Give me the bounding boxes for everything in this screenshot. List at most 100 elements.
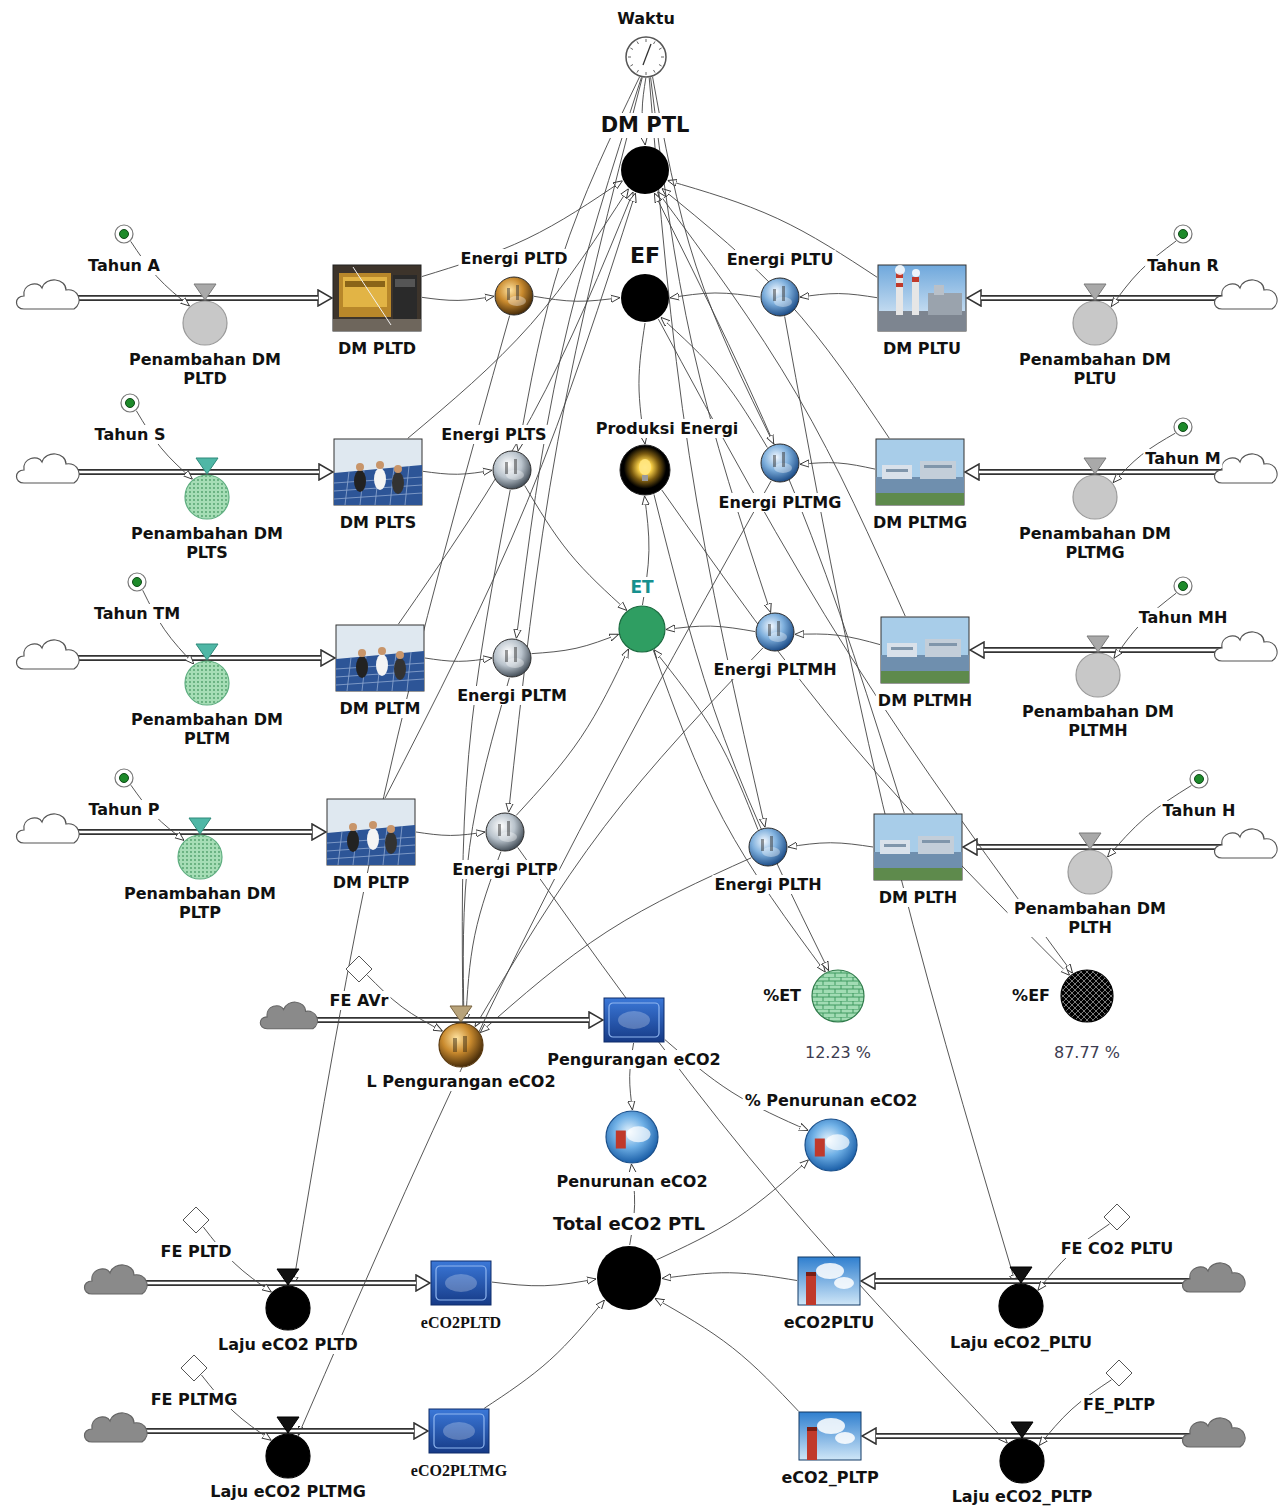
- flow-valve: Penambahan DM PLTU: [1072, 284, 1118, 346]
- picture-part: [505, 650, 508, 662]
- picture-part: [835, 1432, 855, 1444]
- info-link-line: [385, 193, 635, 798]
- node-label: FE_PLTP: [1081, 1395, 1157, 1414]
- pipe: [1095, 297, 1222, 299]
- auxiliary-disc: [749, 828, 787, 866]
- label-holder: Tahun TM: [92, 604, 182, 623]
- pipe-core: [207, 657, 321, 659]
- pipe-outline: [207, 469, 319, 475]
- constant-dot-shape: [1189, 769, 1209, 789]
- info-link-line: [408, 189, 629, 439]
- node-label: %ET: [761, 986, 803, 1005]
- label-holder: Penambahan DM PLTH: [1008, 899, 1173, 937]
- auxiliary-circle-shape: [605, 1110, 659, 1164]
- label-holder: Tahun S: [93, 425, 168, 444]
- label-holder: DM PLTH: [877, 888, 959, 907]
- info-link: [462, 490, 510, 1022]
- flow-valve-shape: [1067, 833, 1113, 895]
- node-label: DM PLTU: [881, 339, 963, 358]
- label-holder: EF: [628, 243, 662, 269]
- pipe: [1021, 1280, 1195, 1282]
- constant-centre: [126, 399, 135, 408]
- info-link-line: [423, 470, 492, 474]
- pipe-core: [875, 1280, 1021, 1282]
- flow-pipe: [981, 298, 1095, 299]
- auxiliary-circle: Energi PLTH: [748, 827, 788, 867]
- label-holder: Waktu: [615, 9, 677, 28]
- auxiliary-circle-shape: [492, 450, 532, 490]
- picture-part: [920, 461, 956, 479]
- info-link: [425, 658, 492, 661]
- flow-valve: Penambahan DM PLTD: [182, 284, 228, 346]
- picture-part: [928, 293, 962, 315]
- constant-dot: Tahun H: [1189, 769, 1209, 789]
- label-holder: Tahun H: [1161, 801, 1238, 820]
- picture-part: [876, 493, 964, 505]
- info-link-line: [532, 634, 619, 653]
- auxiliary-circle: Energi PLTMG: [760, 443, 800, 483]
- stock-frame: [799, 1412, 861, 1460]
- label-holder: FE AVr: [328, 991, 391, 1010]
- label-holder: eCO2_PLTP: [779, 1468, 880, 1487]
- info-link-line: [416, 832, 485, 835]
- pipe: [305, 1019, 461, 1021]
- pipe: [1090, 846, 1222, 848]
- node-label: Penambahan DM PLTMG: [1013, 524, 1178, 562]
- info-link-line: [654, 193, 904, 813]
- info-link-line: [298, 481, 771, 1435]
- picture-part: [387, 825, 395, 833]
- info-link: [518, 847, 1008, 1443]
- info-link-line: [668, 180, 877, 277]
- flow-valve: L Pengurangan eCO2: [438, 1006, 484, 1068]
- picture-part: [443, 1422, 475, 1440]
- constant-centre: [1195, 775, 1204, 784]
- node-label: Laju eCO2_PLTU: [948, 1333, 1094, 1352]
- flow-valve: Penambahan DM PLTMH: [1075, 636, 1121, 698]
- info-link-line: [800, 294, 877, 298]
- flow-valve: Penambahan DM PLTP: [177, 818, 223, 880]
- constant-ring: [1190, 770, 1208, 788]
- label-holder: Laju eCO2_PLTP: [950, 1487, 1095, 1506]
- stock-frame: [333, 265, 421, 331]
- stock-box: DM PLTM: [336, 625, 424, 691]
- pipe-core: [288, 1282, 416, 1284]
- picture-part: [912, 277, 919, 315]
- valve-disc: [1068, 850, 1112, 894]
- info-link-line: [658, 192, 906, 617]
- picture-part: [339, 273, 391, 317]
- cloud: [17, 280, 80, 309]
- flow-valve-shape: [999, 1422, 1045, 1484]
- picture-part: [896, 283, 903, 287]
- stock-box-shape: [431, 1261, 491, 1305]
- constant-dot-shape: [127, 572, 147, 592]
- valve-disc: [1000, 1439, 1044, 1483]
- auxiliary-circle: Energi PLTMH: [755, 612, 795, 652]
- flow-valve-shape: [265, 1269, 311, 1331]
- pipe: [135, 1280, 288, 1286]
- picture-part: [807, 1430, 817, 1460]
- auxiliary-disc: [495, 277, 533, 315]
- constant-dot-shape: [1173, 417, 1193, 437]
- info-link: [651, 77, 771, 612]
- picture-part: [393, 275, 417, 321]
- node-label: Tahun S: [93, 425, 168, 444]
- picture-part: [505, 462, 508, 474]
- clock-face: [626, 37, 666, 77]
- picture-part: [507, 288, 510, 300]
- label-holder: DM PLTS: [338, 513, 418, 532]
- label-holder: Total eCO2 PTL: [551, 1213, 707, 1235]
- valve-triangle: [1079, 833, 1101, 849]
- picture-part: [912, 269, 920, 277]
- clock-tick: [661, 57, 664, 58]
- auxiliary-circle-shape: [620, 145, 670, 195]
- info-link: [532, 634, 619, 653]
- info-link: [800, 294, 877, 298]
- auxiliary-circle: Energi PLTP: [485, 812, 525, 852]
- stock-frame: [431, 1261, 491, 1305]
- pipe: [135, 1282, 288, 1284]
- pipe: [70, 297, 205, 299]
- label-holder: Penurunan eCO2: [554, 1172, 709, 1191]
- label-holder: L Pengurangan eCO2: [364, 1072, 557, 1091]
- picture-part: [394, 465, 402, 473]
- node-label: %EF: [1010, 986, 1052, 1005]
